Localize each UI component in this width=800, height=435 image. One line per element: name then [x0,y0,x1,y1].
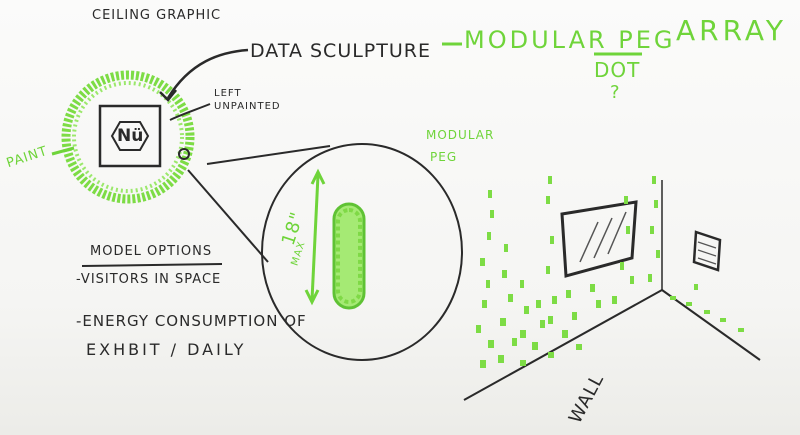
modular-side-label: MODULAR [426,128,495,142]
anchor-dot [178,148,190,160]
side-wall-panel [692,230,722,272]
floor-edge [463,289,663,401]
modular-peg-label: MODULAR PEG [464,26,676,54]
array-label: ARRAY [676,14,788,47]
left-unpainted-arrow [169,103,211,121]
zoom-line-bottom [187,169,269,263]
room-perspective [463,180,761,401]
modular-peg-cylinder [332,202,366,310]
data-sculpture-label: DATA SCULPTURE [250,40,431,62]
wall-screen [560,200,638,278]
question-mark: ? [610,82,621,103]
peg-dot-array [476,176,744,368]
ceiling-graphic-label: CEILING GRAPHIC [92,8,222,23]
dot-label: DOT [594,58,641,82]
data-sculpture-arrow [166,48,249,99]
dimension-arrow [304,168,326,306]
energy-option-line2: EXHBIT / DAILY [86,340,247,359]
visitors-option: -VISITORS IN SPACE [76,272,222,287]
left-label: LEFT [214,88,242,99]
nu-logo-text: Nü [117,126,144,146]
detail-circle [261,143,463,361]
peg-side-label: PEG [430,150,458,164]
zoom-line-top [206,145,331,165]
ceiling-graphic-circle [61,70,195,204]
energy-option-line1: -ENERGY CONSUMPTION OF [76,312,307,330]
unpainted-label: UNPAINTED [214,101,281,112]
logo-hexagon [110,121,150,151]
model-options-heading: MODEL OPTIONS [90,244,213,259]
logo-square [98,104,162,168]
